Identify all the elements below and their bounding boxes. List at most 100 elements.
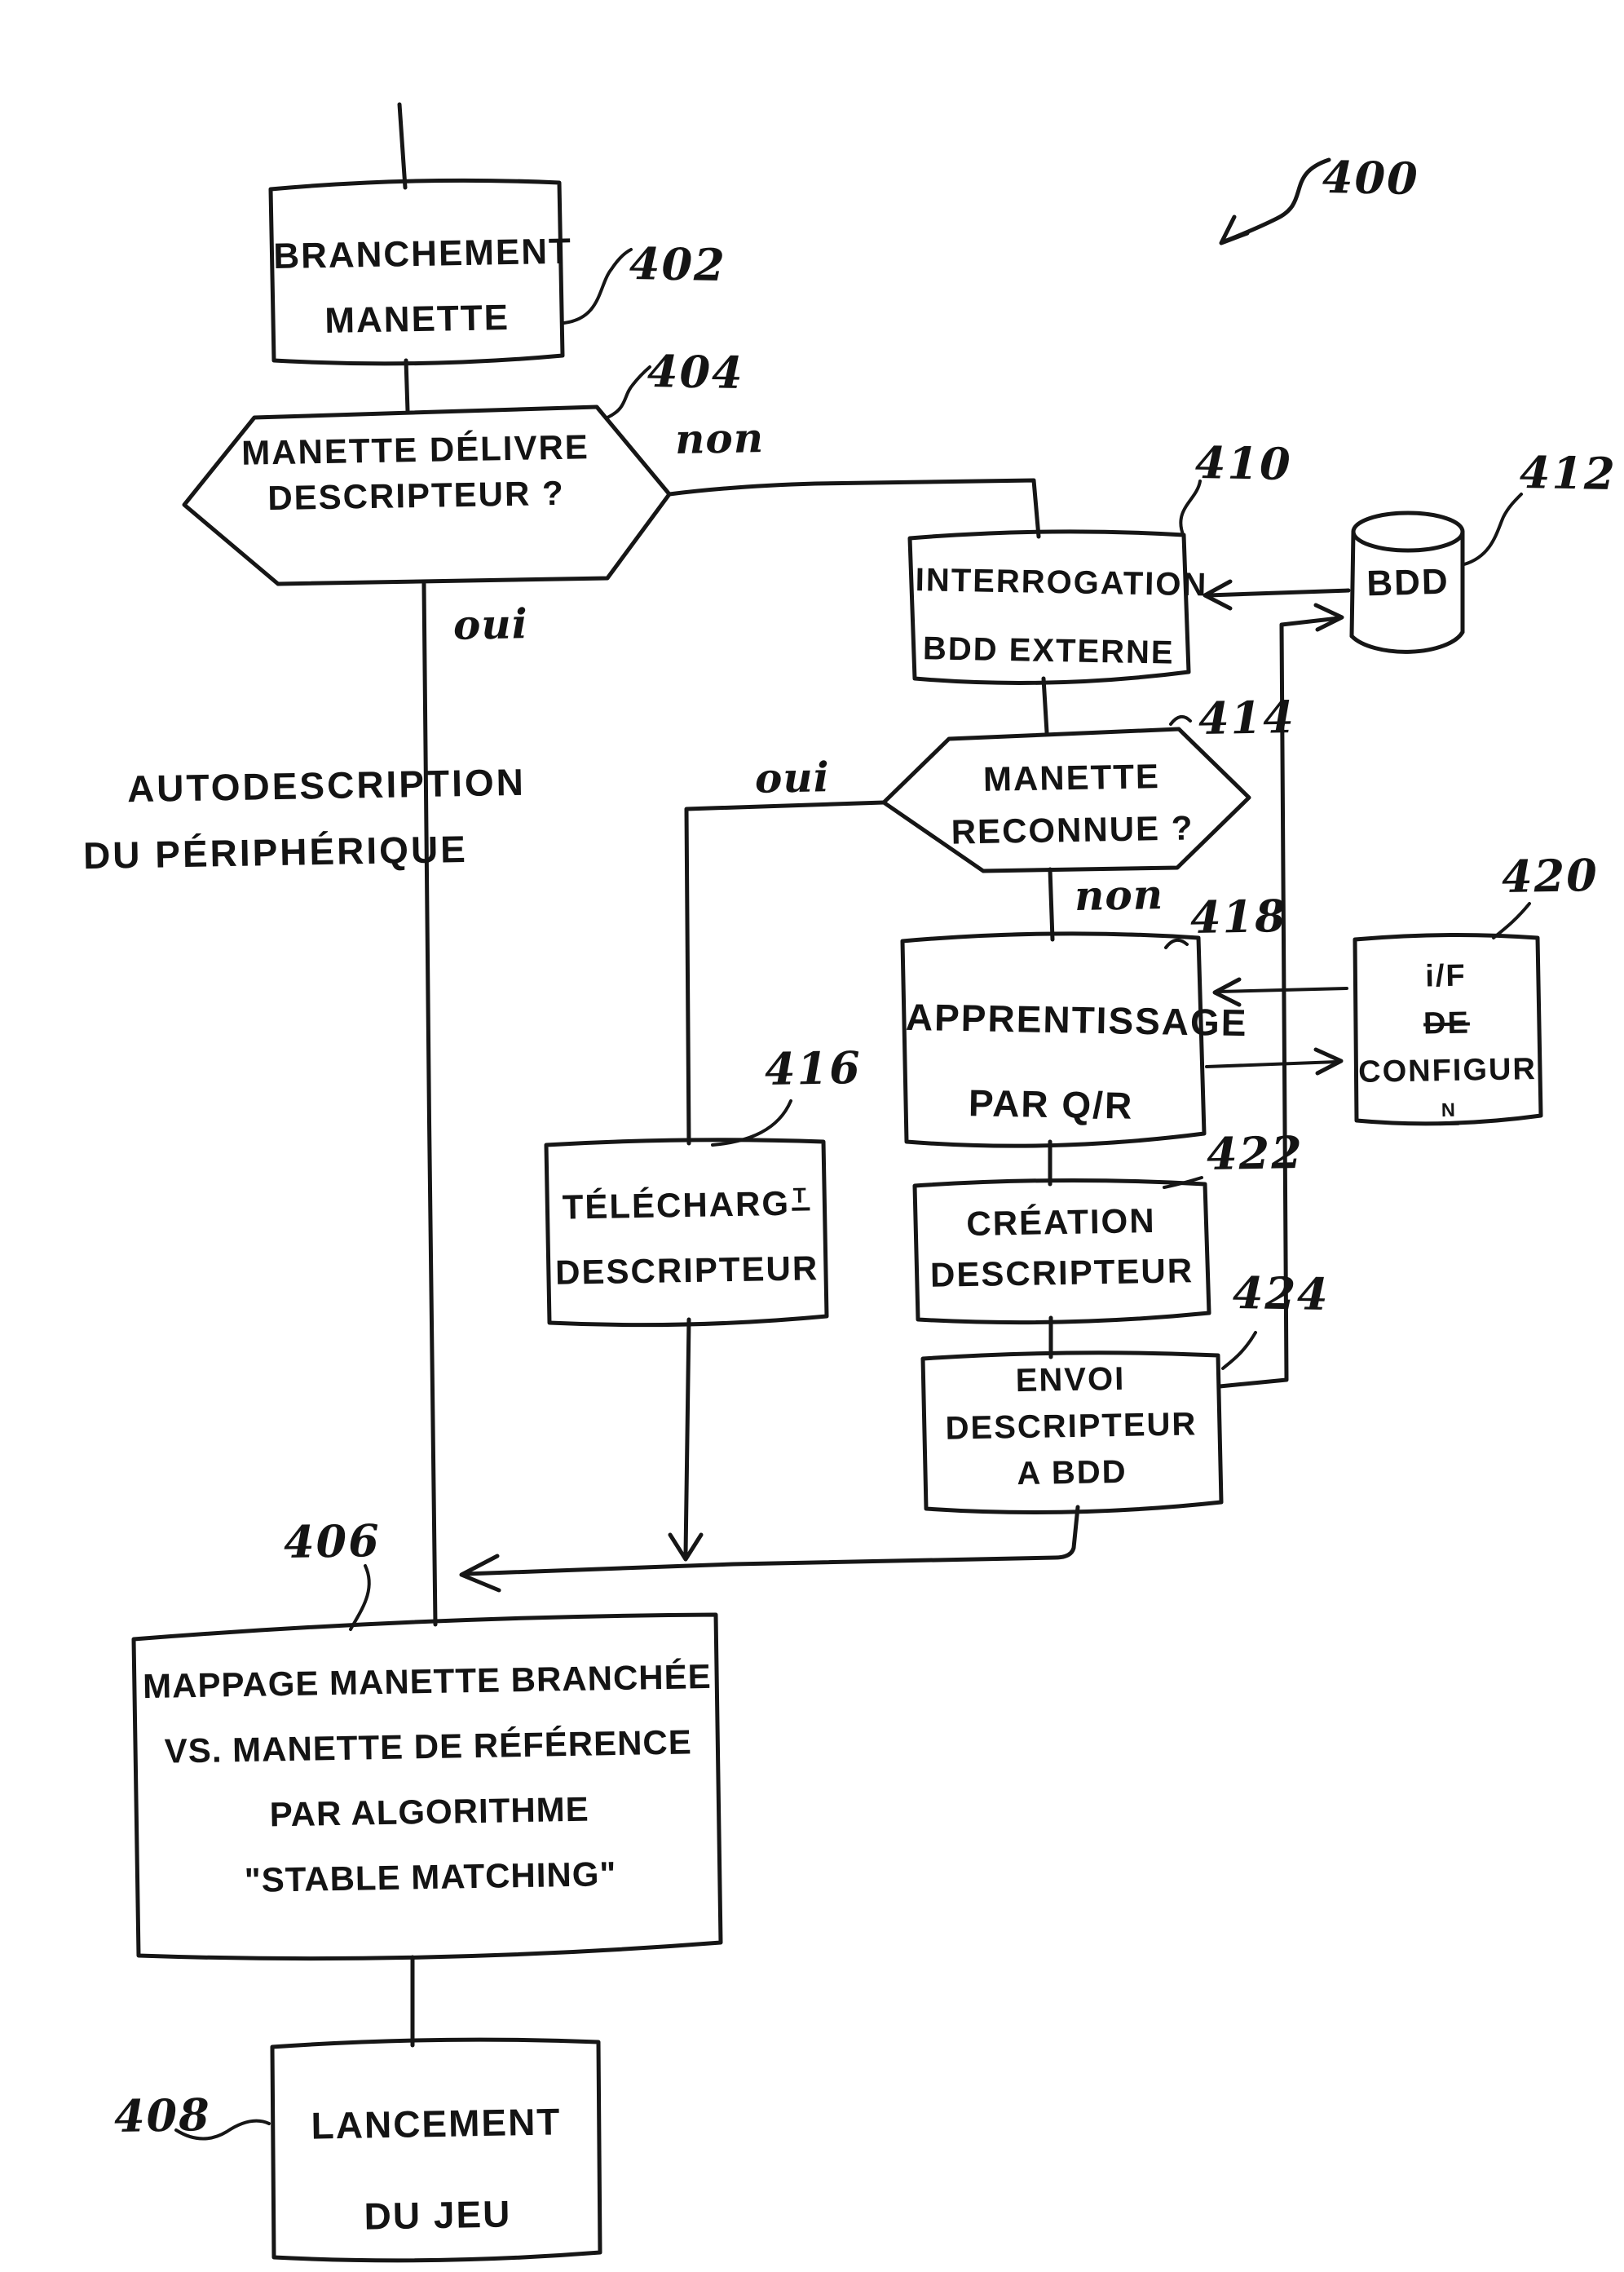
leader-418-tilde bbox=[1164, 938, 1189, 949]
ref-label-414: 414 bbox=[1198, 690, 1296, 745]
connector-414-oui-416 bbox=[684, 800, 886, 1146]
node-424-line: A BDD bbox=[1017, 1453, 1128, 1492]
leader-424 bbox=[1221, 1331, 1257, 1370]
box-420-outline bbox=[1353, 932, 1543, 1126]
ref-label-400: 400 bbox=[1322, 150, 1420, 206]
node-410-line: INTERROGATION bbox=[915, 562, 1208, 603]
ref-label-412: 412 bbox=[1519, 445, 1617, 501]
branch-label-414-non: non bbox=[1074, 870, 1164, 920]
connector-404-non-410 bbox=[667, 478, 1041, 539]
ref-label-408: 408 bbox=[113, 2088, 212, 2143]
ref-label-406: 406 bbox=[283, 1514, 382, 1569]
box-424-outline bbox=[920, 1350, 1224, 1514]
node-420-line3-sup: N bbox=[1439, 1099, 1459, 1126]
node-406-line: MAPPAGE MANETTE BRANCHÉE bbox=[142, 1656, 713, 1706]
node-424-line: ENVOI bbox=[1015, 1360, 1126, 1399]
node-402-line: BRANCHEMENT bbox=[272, 231, 573, 277]
box-410-outline bbox=[907, 529, 1191, 685]
connector-410-414 bbox=[1041, 676, 1049, 735]
node-404-line: DESCRIPTEUR ? bbox=[267, 473, 566, 518]
node-420-line: i/F bbox=[1424, 958, 1467, 994]
box-406-outline bbox=[131, 1612, 723, 1961]
database-label: BDD bbox=[1366, 561, 1450, 604]
node-406-line: VS. MANETTE DE RÉFÉRENCE bbox=[164, 1722, 693, 1770]
node-406-line: "STABLE MATCHING" bbox=[244, 1854, 617, 1899]
leader-412 bbox=[1463, 493, 1523, 566]
node-424-text: ENVOI DESCRIPTEUR A BDD bbox=[925, 1355, 1218, 1499]
leader-420 bbox=[1492, 902, 1531, 939]
ref-label-420: 420 bbox=[1501, 848, 1600, 904]
ref-label-402: 402 bbox=[629, 236, 727, 292]
node-414-line: MANETTE bbox=[982, 757, 1161, 798]
autodescription-note-line2: DU PÉRIPHÉRIQUE bbox=[82, 827, 469, 877]
connector-424-bdd-arrow bbox=[1217, 603, 1344, 1389]
node-406-line: PAR ALGORITHME bbox=[269, 1789, 590, 1834]
figure-400-arrow bbox=[1219, 157, 1331, 245]
arrow-bdd-410 bbox=[1203, 579, 1351, 611]
node-404-line: MANETTE DÉLIVRE bbox=[241, 427, 590, 472]
node-414-line: RECONNUE ? bbox=[951, 808, 1194, 851]
box-402-outline bbox=[268, 178, 565, 366]
ref-label-424: 424 bbox=[1232, 1266, 1331, 1321]
node-406-text: MAPPAGE MANETTE BRANCHÉE VS. MANETTE DE … bbox=[141, 1644, 716, 1915]
node-402-text: BRANCHEMENT MANETTE bbox=[272, 219, 573, 355]
node-420-line: DE bbox=[1423, 1006, 1471, 1041]
ref-label-422: 422 bbox=[1206, 1125, 1304, 1181]
ref-label-404: 404 bbox=[647, 344, 745, 400]
node-420-text: i/F DE CONFIGUR N bbox=[1355, 951, 1539, 1143]
branch-label-404-non: non bbox=[674, 413, 765, 463]
node-418-text: APPRENTISSAGE PAR Q/R bbox=[903, 975, 1248, 1149]
connector-416-merge-arrow bbox=[668, 1317, 704, 1562]
arrow-418-420 bbox=[1205, 1047, 1344, 1076]
node-424-line: DESCRIPTEUR bbox=[945, 1406, 1198, 1447]
node-422-line: DESCRIPTEUR bbox=[929, 1251, 1194, 1294]
node-402-line: MANETTE bbox=[324, 298, 510, 341]
leader-414-tilde bbox=[1169, 714, 1192, 726]
branch-label-404-oui: oui bbox=[452, 599, 529, 649]
leader-408 bbox=[174, 2119, 271, 2141]
arrow-420-418 bbox=[1212, 977, 1348, 1007]
node-420-line: CONFIGUR N bbox=[1357, 1045, 1539, 1143]
branch-label-414-oui: oui bbox=[754, 753, 831, 802]
box-416-outline bbox=[544, 1138, 829, 1328]
ref-label-410: 410 bbox=[1194, 435, 1293, 491]
leader-404 bbox=[606, 365, 651, 419]
connector-414-non-418 bbox=[1048, 867, 1055, 942]
connector-top-stub bbox=[397, 102, 408, 190]
box-422-outline bbox=[912, 1178, 1211, 1325]
node-408-line: LANCEMENT bbox=[311, 2100, 562, 2147]
node-418-line: PAR Q/R bbox=[968, 1081, 1134, 1127]
node-408-text: LANCEMENT DU JEU bbox=[276, 2075, 598, 2264]
autodescription-note-line1: AUTODESCRIPTION bbox=[126, 760, 527, 811]
node-416-line: DESCRIPTEUR bbox=[554, 1249, 819, 1292]
leader-422-tilde bbox=[1163, 1176, 1203, 1189]
node-412-text: BDD bbox=[1354, 561, 1461, 604]
leader-402 bbox=[563, 248, 633, 325]
connector-404-oui-main bbox=[421, 581, 438, 1627]
database-cylinder-icon bbox=[1349, 511, 1465, 654]
ref-label-416: 416 bbox=[764, 1041, 863, 1096]
node-422-line: CRÉATION bbox=[965, 1200, 1156, 1244]
node-414-text: MANETTE RECONNUE ? bbox=[949, 749, 1195, 858]
connector-402-404 bbox=[404, 358, 410, 413]
leader-406 bbox=[349, 1564, 371, 1631]
leader-410 bbox=[1179, 480, 1202, 538]
node-418-line: APPRENTISSAGE bbox=[905, 995, 1248, 1045]
node-410-line: BDD EXTERNE bbox=[922, 630, 1175, 671]
node-422-text: CRÉATION DESCRIPTEUR bbox=[917, 1195, 1206, 1301]
hexagon-404-outline bbox=[182, 404, 672, 586]
box-418-outline bbox=[900, 931, 1207, 1148]
node-410-text: INTERROGATION BDD EXTERNE bbox=[914, 546, 1208, 687]
node-404-text: MANETTE DÉLIVRE DESCRIPTEUR ? bbox=[211, 424, 620, 523]
ref-label-418: 418 bbox=[1189, 889, 1288, 944]
node-408-line: DU JEU bbox=[364, 2192, 512, 2238]
node-420-line3-main: CONFIGUR bbox=[1357, 1052, 1538, 1090]
connector-424-merge-arrow bbox=[459, 1505, 1080, 1593]
node-416-line1-sup: T bbox=[791, 1182, 810, 1211]
box-408-outline bbox=[270, 2037, 602, 2263]
leader-416 bbox=[711, 1099, 792, 1147]
